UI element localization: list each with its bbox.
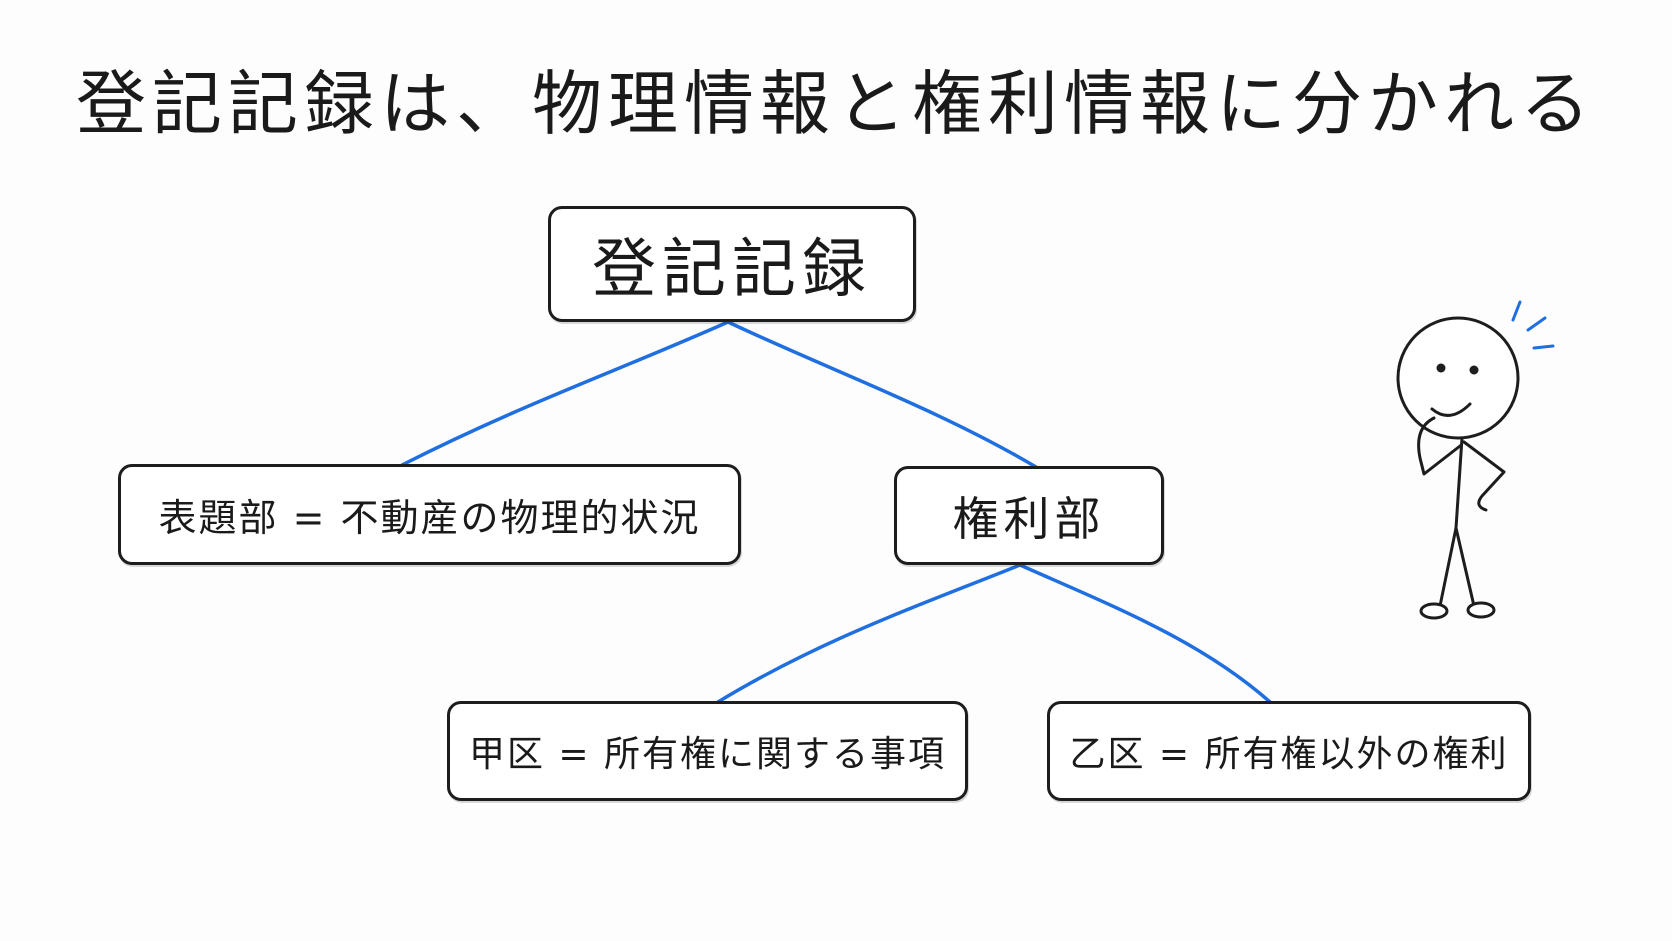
node-kenribu: 権利部 xyxy=(894,466,1164,565)
connector-root-hyodaibu xyxy=(400,320,730,467)
node-touki-kiroku: 登記記録 xyxy=(548,206,916,322)
thinking-stick-figure-icon xyxy=(1396,300,1555,620)
connector-kenribu-kouku xyxy=(716,563,1022,704)
node-kouku: 甲区 = 所有権に関する事項 xyxy=(447,701,968,801)
node-hyodaibu: 表題部 = 不動産の物理的状況 xyxy=(118,464,741,565)
connector-kenribu-otsuku xyxy=(1018,563,1272,704)
connector-root-kenribu xyxy=(726,320,1038,469)
page-title: 登記記録は、物理情報と権利情報に分かれる xyxy=(76,63,1596,145)
node-otsuku: 乙区 = 所有権以外の権利 xyxy=(1047,701,1531,801)
